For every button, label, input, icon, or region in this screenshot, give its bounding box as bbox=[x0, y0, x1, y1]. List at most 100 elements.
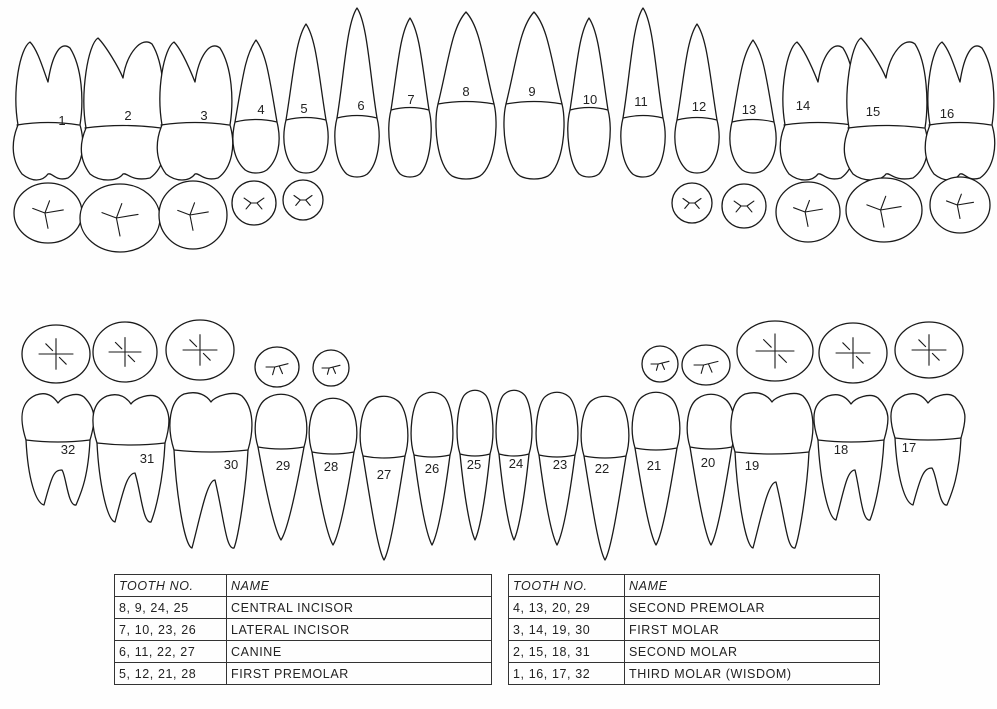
tooth-14-first-molar: 14 bbox=[780, 42, 855, 180]
occlusal-view-tooth-13 bbox=[722, 184, 766, 228]
occlusal-view-tooth-12 bbox=[672, 183, 712, 223]
legend-row: 5, 12, 21, 28 FIRST PREMOLAR bbox=[115, 663, 492, 685]
tooth-number-label: 26 bbox=[425, 461, 439, 476]
occlusal-outline bbox=[80, 184, 160, 252]
occlusal-view-tooth-31 bbox=[93, 322, 157, 382]
legend-header-row: TOOTH NO. NAME bbox=[115, 575, 492, 597]
occlusal-view-tooth-17 bbox=[895, 322, 963, 378]
legend-tooth-numbers: 7, 10, 23, 26 bbox=[115, 619, 227, 641]
tooth-outline bbox=[814, 395, 888, 520]
tooth-10-lateral-incisor: 10 bbox=[568, 18, 610, 177]
tooth-13-second-premolar: 13 bbox=[730, 40, 776, 173]
tooth-number-label: 11 bbox=[634, 94, 648, 109]
tooth-number-label: 31 bbox=[140, 451, 154, 466]
tooth-outline bbox=[233, 40, 279, 173]
legend-tooth-name: SECOND MOLAR bbox=[625, 641, 880, 663]
legend-row: 4, 13, 20, 29 SECOND PREMOLAR bbox=[509, 597, 880, 619]
tooth-outline bbox=[81, 38, 164, 180]
tooth-number-label: 15 bbox=[866, 104, 880, 119]
tooth-26-lateral-incisor: 26 bbox=[411, 392, 453, 545]
legend-row: 3, 14, 19, 30 FIRST MOLAR bbox=[509, 619, 880, 641]
tooth-29-second-premolar: 29 bbox=[255, 394, 307, 540]
tooth-25-central-incisor: 25 bbox=[457, 390, 493, 540]
tooth-17-third-molar: 17 bbox=[891, 394, 965, 505]
tooth-3-first-molar: 3 bbox=[157, 42, 232, 180]
tooth-1-third-molar: 1 bbox=[13, 42, 82, 180]
tooth-outline bbox=[13, 42, 82, 180]
tooth-no-header: TOOTH NO. bbox=[115, 575, 227, 597]
tooth-number-label: 5 bbox=[300, 101, 307, 116]
tooth-23-lateral-incisor: 23 bbox=[536, 392, 578, 545]
legend-tooth-name: LATERAL INCISOR bbox=[227, 619, 492, 641]
occlusal-view-tooth-32 bbox=[22, 325, 90, 383]
tooth-name-legend-left: TOOTH NO. NAME 8, 9, 24, 25 CENTRAL INCI… bbox=[114, 574, 492, 685]
tooth-number-label: 1 bbox=[58, 113, 65, 128]
legend-row: 2, 15, 18, 31 SECOND MOLAR bbox=[509, 641, 880, 663]
tooth-number-label: 22 bbox=[595, 461, 609, 476]
tooth-number-label: 27 bbox=[377, 467, 391, 482]
legend-tooth-numbers: 6, 11, 22, 27 bbox=[115, 641, 227, 663]
tooth-number-label: 13 bbox=[742, 102, 756, 117]
legend-tooth-name: CANINE bbox=[227, 641, 492, 663]
tooth-number-label: 16 bbox=[940, 106, 954, 121]
legend-tooth-name: THIRD MOLAR (WISDOM) bbox=[625, 663, 880, 685]
tooth-number-label: 30 bbox=[224, 457, 238, 472]
tooth-6-canine: 6 bbox=[335, 8, 379, 177]
occlusal-view-tooth-28 bbox=[313, 350, 349, 386]
tooth-number-label: 21 bbox=[647, 458, 661, 473]
tooth-12-first-premolar: 12 bbox=[675, 24, 719, 173]
occlusal-view-tooth-15 bbox=[846, 178, 922, 242]
occlusal-view-tooth-5 bbox=[283, 180, 323, 220]
legend-tooth-numbers: 4, 13, 20, 29 bbox=[509, 597, 625, 619]
tooth-number-label: 17 bbox=[902, 440, 916, 455]
upper-occlusal-views bbox=[14, 177, 990, 252]
legend-header-row: TOOTH NO. NAME bbox=[509, 575, 880, 597]
occlusal-view-tooth-2 bbox=[80, 184, 160, 252]
tooth-number-label: 10 bbox=[583, 92, 597, 107]
tooth-5-first-premolar: 5 bbox=[284, 24, 328, 173]
occlusal-view-tooth-19 bbox=[737, 321, 813, 381]
occlusal-view-tooth-30 bbox=[166, 320, 234, 380]
tooth-number-label: 7 bbox=[407, 92, 414, 107]
legend-tooth-name: CENTRAL INCISOR bbox=[227, 597, 492, 619]
tooth-22-canine: 22 bbox=[581, 396, 629, 560]
tooth-number-label: 29 bbox=[276, 458, 290, 473]
tooth-21-first-premolar: 21 bbox=[632, 392, 680, 545]
tooth-number-label: 4 bbox=[257, 102, 264, 117]
lower-occlusal-views bbox=[22, 320, 963, 387]
tooth-outline bbox=[844, 38, 927, 180]
tooth-number-label: 32 bbox=[61, 442, 75, 457]
tooth-4-second-premolar: 4 bbox=[233, 40, 279, 173]
lower-arch: 32313029282726252423222120191817 bbox=[22, 390, 965, 560]
occlusal-view-tooth-1 bbox=[14, 183, 82, 243]
tooth-number-label: 9 bbox=[528, 84, 535, 99]
tooth-outline bbox=[621, 8, 665, 177]
legend-row: 8, 9, 24, 25 CENTRAL INCISOR bbox=[115, 597, 492, 619]
tooth-outline bbox=[284, 24, 328, 173]
tooth-outline bbox=[22, 394, 94, 505]
tooth-32-third-molar: 32 bbox=[22, 394, 94, 505]
tooth-28-first-premolar: 28 bbox=[309, 398, 357, 545]
tooth-outline bbox=[925, 42, 994, 180]
tooth-7-lateral-incisor: 7 bbox=[389, 18, 431, 177]
tooth-number-label: 18 bbox=[834, 442, 848, 457]
occlusal-view-tooth-20 bbox=[682, 345, 730, 385]
occlusal-outline bbox=[846, 178, 922, 242]
tooth-outline bbox=[157, 42, 232, 180]
tooth-11-canine: 11 bbox=[621, 8, 665, 177]
legend-tooth-name: SECOND PREMOLAR bbox=[625, 597, 880, 619]
tooth-number-label: 12 bbox=[692, 99, 706, 114]
tooth-number-label: 20 bbox=[701, 455, 715, 470]
tooth-outline bbox=[170, 393, 252, 548]
tooth-30-first-molar: 30 bbox=[170, 393, 252, 548]
tooth-number-label: 6 bbox=[357, 98, 364, 113]
legend-row: 7, 10, 23, 26 LATERAL INCISOR bbox=[115, 619, 492, 641]
tooth-number-label: 23 bbox=[553, 457, 567, 472]
occlusal-view-tooth-18 bbox=[819, 323, 887, 383]
occlusal-view-tooth-3 bbox=[159, 181, 227, 249]
occlusal-view-tooth-29 bbox=[255, 347, 299, 387]
occlusal-view-tooth-4 bbox=[232, 181, 276, 225]
tooth-31-second-molar: 31 bbox=[93, 395, 169, 522]
